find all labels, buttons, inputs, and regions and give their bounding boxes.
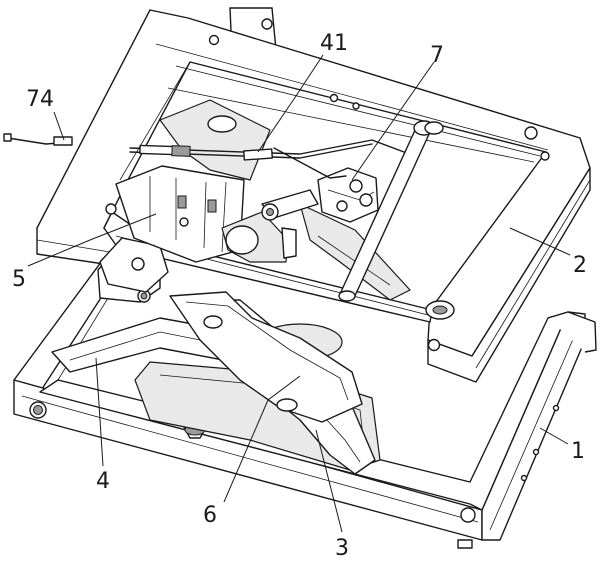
label-3: 3 xyxy=(335,536,349,561)
label-74: 74 xyxy=(26,87,54,112)
label-2: 2 xyxy=(573,253,587,278)
label-5: 5 xyxy=(12,267,26,292)
label-41: 41 xyxy=(320,31,348,56)
label-6: 6 xyxy=(203,503,217,528)
label-4: 4 xyxy=(96,469,110,494)
label-1: 1 xyxy=(571,439,585,464)
label-7: 7 xyxy=(430,43,444,68)
